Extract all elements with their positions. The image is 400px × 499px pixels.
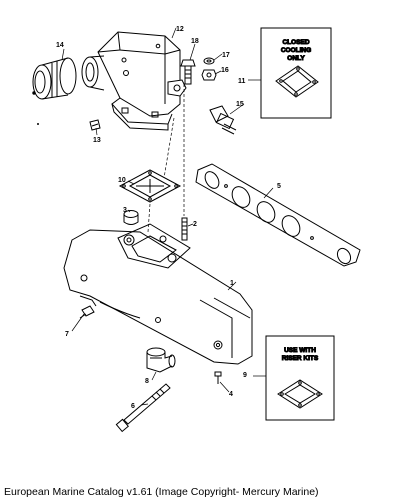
closed-cooling-box xyxy=(260,27,332,119)
closed-cooling-line-3: ONLY xyxy=(287,55,305,62)
callout-10: 10 xyxy=(118,177,126,184)
part-16-nut xyxy=(201,69,217,81)
callout-6: 6 xyxy=(131,403,135,410)
callout-11: 11 xyxy=(238,78,246,85)
callout-17: 17 xyxy=(222,52,230,59)
part-8-elbow-fitting xyxy=(146,347,176,373)
closed-cooling-line-1: CLOSED xyxy=(282,39,309,46)
part-1-manifold xyxy=(63,223,253,365)
part-14-sleeve xyxy=(32,57,77,100)
callout-16: 16 xyxy=(221,67,229,74)
callout-12: 12 xyxy=(176,26,184,33)
callout-18: 18 xyxy=(191,38,199,45)
exploded-parts-diagram: CLOSED COOLING ONLY xyxy=(32,26,361,433)
closed-cooling-line-2: COOLING xyxy=(281,47,311,54)
callout-13: 13 xyxy=(93,137,101,144)
part-13-plug xyxy=(89,119,101,131)
callout-7: 7 xyxy=(65,331,69,338)
riser-kits-line-1: USE WITH xyxy=(284,347,316,354)
part-2-stud xyxy=(181,217,188,241)
callout-14: 14 xyxy=(56,42,64,49)
riser-kits-line-2: RISER KITS xyxy=(282,355,319,362)
leader-lines xyxy=(61,27,274,406)
callout-8: 8 xyxy=(145,378,149,385)
callout-5: 5 xyxy=(277,183,281,190)
callout-4: 4 xyxy=(229,391,233,398)
part-4-screw xyxy=(214,371,222,384)
callout-3: 3 xyxy=(123,207,127,214)
callout-1: 1 xyxy=(230,280,234,287)
catalog-caption: European Marine Catalog v1.61 (Image Cop… xyxy=(4,486,319,498)
part-5-gasket xyxy=(195,163,361,267)
callout-9: 9 xyxy=(243,372,247,379)
part-12-elbow xyxy=(81,31,187,131)
part-15-fitting xyxy=(209,105,237,135)
callout-15: 15 xyxy=(236,101,244,108)
riser-kits-box xyxy=(265,335,335,421)
callout-2: 2 xyxy=(193,221,197,228)
part-10-gasket xyxy=(118,169,182,203)
part-3-cap xyxy=(123,210,139,225)
part-6-bolt xyxy=(115,383,171,433)
part-17-washer xyxy=(203,57,215,65)
part-18-bolt xyxy=(180,59,196,85)
